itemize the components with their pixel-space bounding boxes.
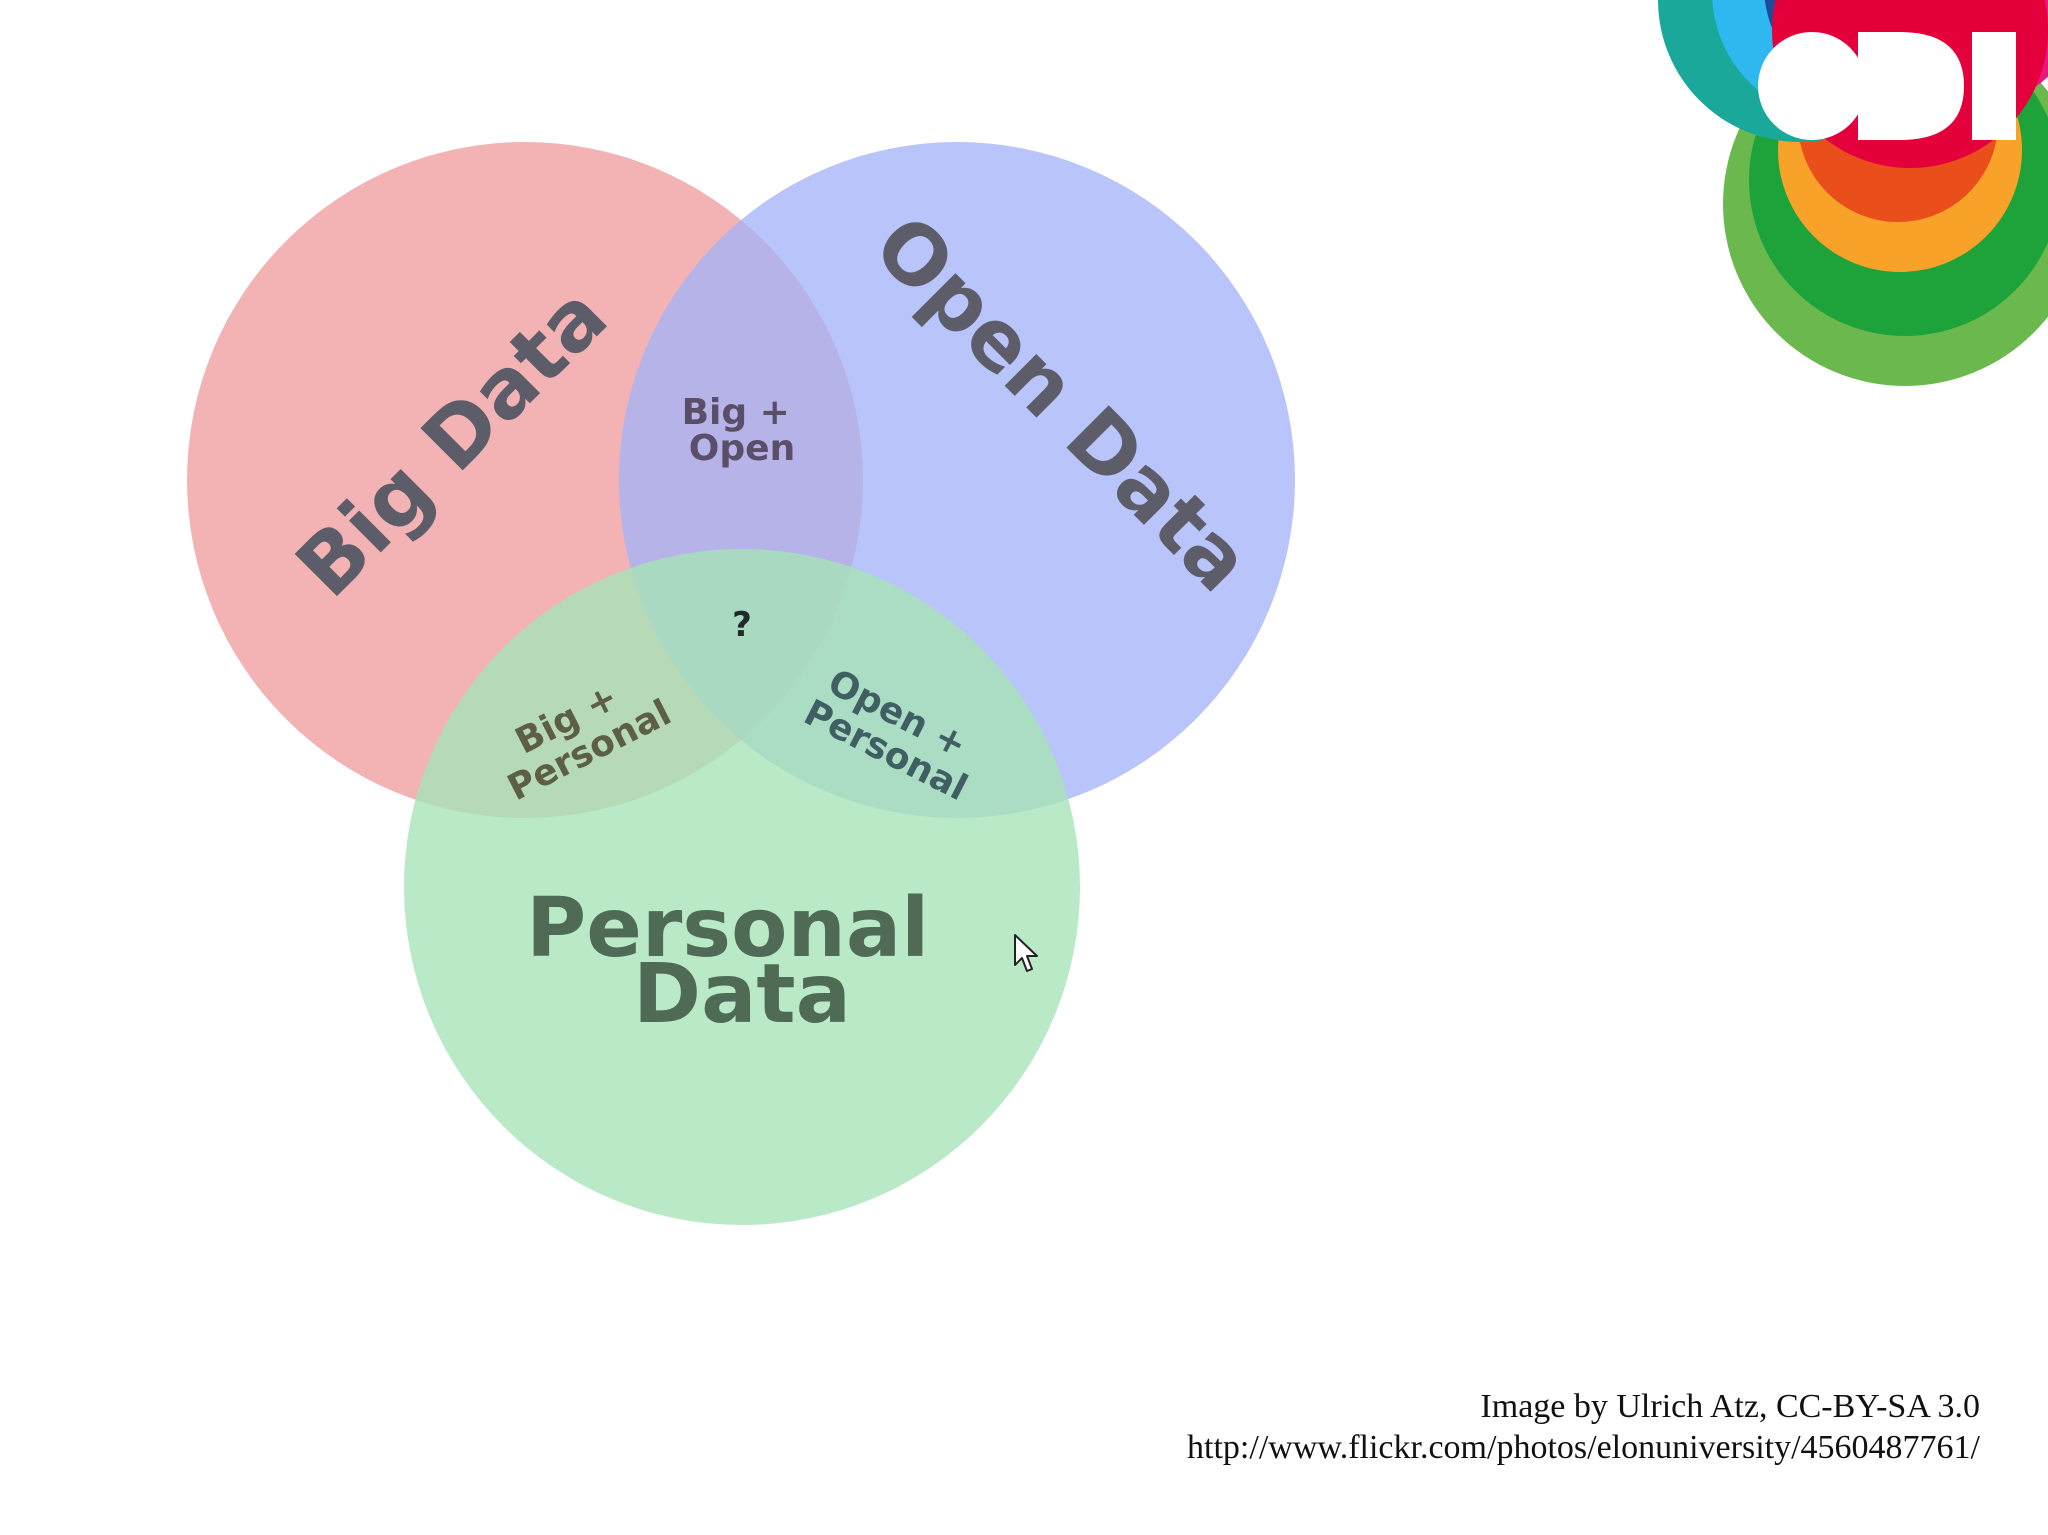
center-question-label: ?	[732, 605, 752, 645]
logo-letter-i	[1972, 32, 2016, 140]
logo-letters	[1758, 32, 2016, 140]
logo-letter-o	[1758, 32, 1866, 140]
credit-line-url[interactable]: http://www.flickr.com/photos/elonunivers…	[1187, 1429, 1980, 1466]
personal-data-circle	[404, 549, 1080, 1225]
image-credit: Image by Ulrich Atz, CC-BY-SA 3.0 http:/…	[1187, 1386, 1980, 1468]
logo-letter-d	[1858, 32, 1964, 140]
big-open-label: Big + Open	[682, 392, 803, 469]
personal-data-label: Personal Data	[526, 881, 958, 1042]
venn-circles	[187, 142, 1295, 1225]
odi-logo	[1658, 0, 2048, 386]
mouse-pointer-icon	[1014, 934, 1038, 972]
credit-line-author: Image by Ulrich Atz, CC-BY-SA 3.0	[1480, 1388, 1980, 1425]
